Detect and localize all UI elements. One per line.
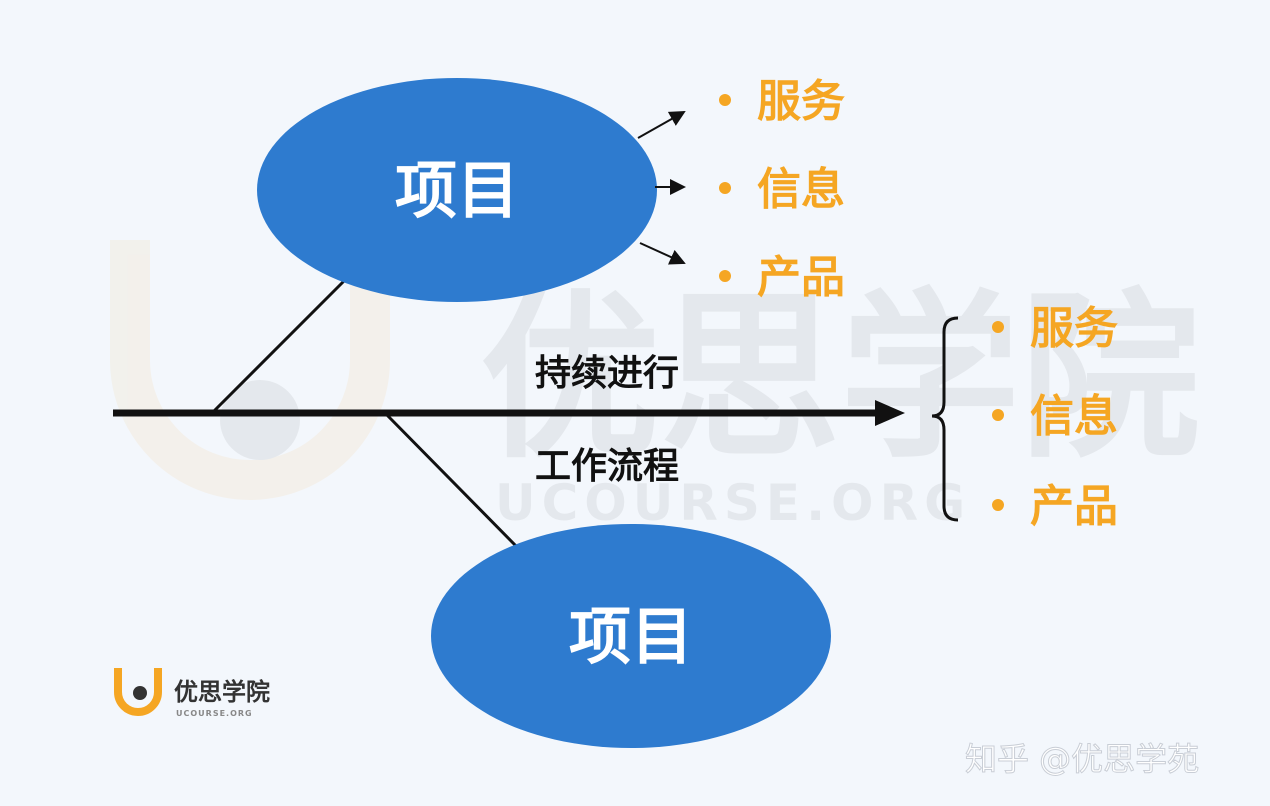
top-output-item: 信息 (757, 164, 845, 215)
watermark-subtitle: UCOURSE.ORG (495, 474, 971, 532)
top-output-item: 产品 (757, 252, 845, 303)
upper-bone (210, 278, 347, 415)
top-output-item: 服务 (757, 76, 845, 127)
bullet-icon (719, 182, 731, 194)
bullet-icon (992, 409, 1004, 421)
right-output-item: 信息 (1030, 391, 1118, 442)
bottom-project-label: 项目 (569, 600, 693, 673)
right-output-list: 服务 信息 产品 (992, 303, 1118, 532)
arrow-to-service (637, 111, 686, 139)
top-output-list: 服务 信息 产品 (719, 76, 845, 303)
bullet-icon (992, 321, 1004, 333)
logo-name: 优思学院 (174, 678, 270, 706)
bottom-project-node: 项目 (431, 524, 831, 748)
logo-u-icon (114, 668, 162, 716)
watermark: 优思学院 UCOURSE.ORG (110, 240, 1200, 532)
arrow-to-product (639, 242, 686, 265)
logo: 优思学院 UCOURSE.ORG (114, 668, 270, 718)
footer-credit: 知乎 @优思学苑 (965, 740, 1199, 778)
top-project-label: 项目 (395, 154, 519, 227)
logo-domain: UCOURSE.ORG (176, 709, 253, 718)
right-output-item: 服务 (1030, 303, 1118, 354)
curly-brace (931, 316, 959, 522)
spine-label-above: 持续进行 (535, 353, 679, 394)
top-project-node: 项目 (257, 78, 657, 302)
spine-label-below: 工作流程 (535, 446, 679, 487)
lower-bone (383, 411, 520, 550)
bullet-icon (719, 94, 731, 106)
main-arrow-head-icon (875, 400, 905, 426)
right-output-item: 产品 (1030, 481, 1118, 532)
bullet-icon (992, 499, 1004, 511)
watermark-title: 优思学院 (480, 274, 1200, 483)
bullet-icon (719, 270, 731, 282)
